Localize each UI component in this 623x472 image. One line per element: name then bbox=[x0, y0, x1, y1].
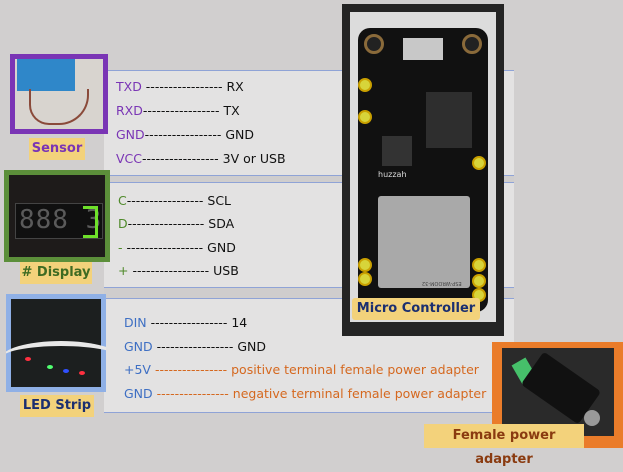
wire-dashes: ----------------- bbox=[122, 240, 208, 255]
pin-highlight bbox=[472, 274, 486, 288]
wiring-row: GND----------------- GND bbox=[116, 127, 254, 142]
power-adapter-label: Female power adapter bbox=[424, 424, 584, 467]
led-strip-label: LED Strip bbox=[20, 395, 94, 417]
wiring-row: D----------------- SDA bbox=[118, 216, 234, 231]
wiring-row: - ----------------- GND bbox=[118, 240, 236, 255]
wire-dashes: ----------------- bbox=[126, 193, 208, 208]
usb-port bbox=[403, 38, 443, 60]
pin-label: + bbox=[118, 263, 129, 278]
pin-label: D bbox=[118, 216, 128, 231]
sensor-module bbox=[17, 59, 75, 91]
sensor-cable bbox=[29, 89, 89, 125]
wiring-row: + ----------------- USB bbox=[118, 263, 239, 278]
wire-dashes: ----------------- bbox=[127, 216, 209, 231]
target-pin: TX bbox=[223, 103, 240, 118]
wiring-row: +5V ---------------- positive terminal f… bbox=[124, 362, 479, 377]
led-strip-band bbox=[6, 341, 106, 376]
target-pin: GND bbox=[225, 127, 254, 142]
pin-label: GND bbox=[124, 386, 153, 401]
battery-connector bbox=[426, 92, 472, 148]
pin-label: +5V bbox=[124, 362, 151, 377]
wire-dashes: ----------------- bbox=[152, 339, 238, 354]
mounting-hole bbox=[462, 34, 482, 54]
wire-dashes: ---------------- bbox=[150, 362, 232, 377]
panel-gap bbox=[104, 175, 514, 182]
pin-label: TXD bbox=[116, 79, 142, 94]
esp32-module: ESP-WROOM-32 bbox=[378, 196, 470, 288]
micro-controller-frame: huzzah ESP-WROOM-32 Micro Controller bbox=[342, 4, 504, 336]
display-label: # Display bbox=[20, 262, 92, 284]
micro-controller-photo: huzzah ESP-WROOM-32 bbox=[350, 12, 496, 322]
display-photo-frame: 888 3 bbox=[4, 170, 110, 262]
led-blue bbox=[63, 369, 69, 373]
target-pin: GND bbox=[237, 339, 266, 354]
display-photo: 888 3 bbox=[9, 175, 105, 257]
target-pin: SDA bbox=[208, 216, 235, 231]
wiring-row: RXD----------------- TX bbox=[116, 103, 240, 118]
pin-label: DIN bbox=[124, 315, 147, 330]
pin-label: C bbox=[118, 193, 127, 208]
wiring-row: GND ---------------- negative terminal f… bbox=[124, 386, 486, 401]
target-pin: GND bbox=[207, 240, 236, 255]
pin-highlight bbox=[358, 110, 372, 124]
pin-highlight bbox=[472, 156, 486, 170]
sensor-photo-frame bbox=[10, 54, 108, 134]
barrel-jack bbox=[584, 410, 600, 426]
led-photo-frame bbox=[6, 294, 106, 392]
wire-dashes: ----------------- bbox=[141, 79, 227, 94]
lit-digit bbox=[83, 206, 98, 238]
wiring-row: TXD ----------------- RX bbox=[116, 79, 244, 94]
pin-label: - bbox=[118, 240, 123, 255]
target-pin: SCL bbox=[207, 193, 232, 208]
target-pin: 3V or USB bbox=[222, 151, 286, 166]
pin-label: GND bbox=[116, 127, 145, 142]
pin-highlight bbox=[358, 272, 372, 286]
wiring-row: VCC----------------- 3V or USB bbox=[116, 151, 286, 166]
target-pin: RX bbox=[226, 79, 244, 94]
wire-dashes: ----------------- bbox=[144, 127, 226, 142]
pin-highlight bbox=[358, 258, 372, 272]
sensor-label: Sensor bbox=[29, 138, 85, 160]
micro-controller-label: Micro Controller bbox=[352, 298, 480, 320]
led-green bbox=[47, 365, 53, 369]
wire-dashes: ----------------- bbox=[146, 315, 232, 330]
module-name: ESP-WROOM-32 bbox=[422, 280, 462, 286]
wiring-row: GND ----------------- GND bbox=[124, 339, 266, 354]
target-pin: 14 bbox=[231, 315, 248, 330]
target-pin: USB bbox=[213, 263, 239, 278]
display-module bbox=[15, 203, 103, 239]
display-digits-text: 888 3 bbox=[19, 205, 103, 235]
power-adapter-photo bbox=[502, 348, 614, 436]
wiring-row: C----------------- SCL bbox=[118, 193, 231, 208]
target-pin: negative terminal female power adapter bbox=[232, 386, 487, 401]
pin-label: RXD bbox=[116, 103, 143, 118]
led-photo bbox=[6, 299, 106, 387]
mounting-hole bbox=[364, 34, 384, 54]
pin-label: VCC bbox=[116, 151, 143, 166]
target-pin: positive terminal female power adapter bbox=[231, 362, 479, 377]
wire-dashes: ----------------- bbox=[142, 103, 224, 118]
panel-gap bbox=[104, 287, 514, 298]
board-name: huzzah bbox=[378, 170, 407, 179]
wire-dashes: ----------------- bbox=[142, 151, 223, 166]
led-red bbox=[25, 357, 31, 361]
pin-label: GND bbox=[124, 339, 153, 354]
pin-highlight bbox=[358, 78, 372, 92]
wiring-row: DIN ----------------- 14 bbox=[124, 315, 247, 330]
sensor-photo bbox=[15, 59, 103, 129]
pin-highlight bbox=[472, 258, 486, 272]
pcb-board: huzzah ESP-WROOM-32 bbox=[358, 28, 488, 312]
wire-dashes: ----------------- bbox=[128, 263, 214, 278]
usb-chip bbox=[382, 136, 412, 166]
display-digits: 888 3 bbox=[19, 205, 102, 235]
led-red bbox=[79, 371, 85, 375]
wire-dashes: ---------------- bbox=[152, 386, 233, 401]
